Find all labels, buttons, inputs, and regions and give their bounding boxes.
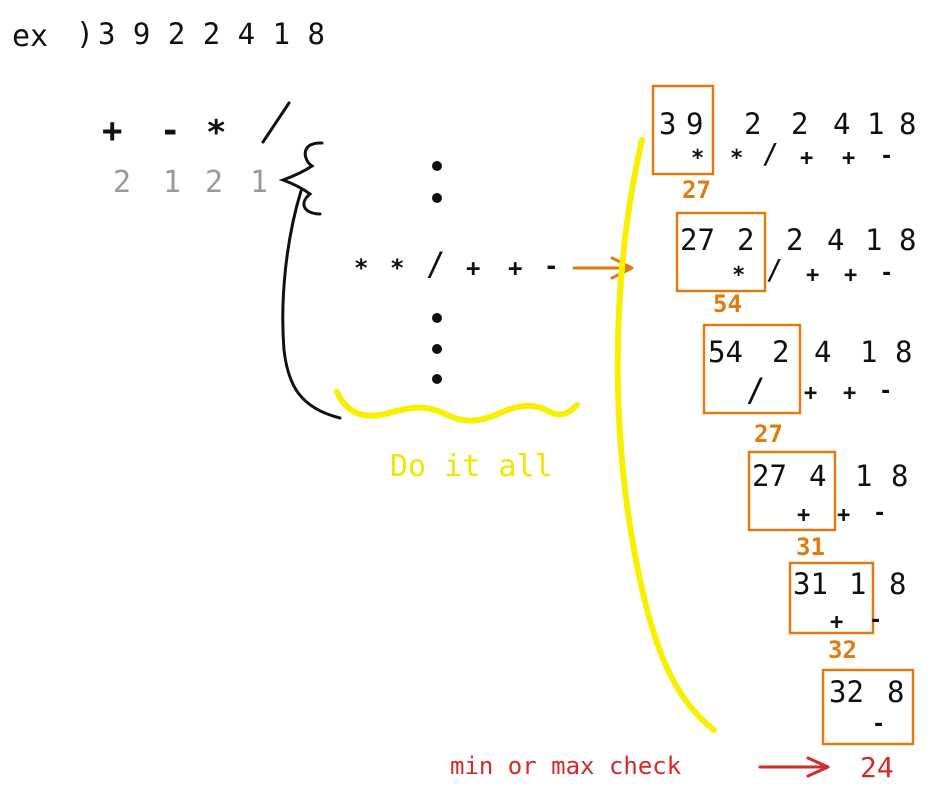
step-operator: +: [804, 381, 818, 406]
permutation-op: /: [426, 245, 446, 283]
operator-multiply: *: [206, 113, 227, 153]
step-operator: -: [880, 144, 894, 169]
operator-divide: /: [260, 110, 280, 144]
step-number: 8: [899, 223, 917, 257]
step-number: 27: [680, 223, 715, 257]
step-operator: -: [872, 712, 886, 737]
step-number: 4: [827, 223, 845, 257]
step-result: 31: [796, 533, 825, 561]
step-number: 32: [829, 675, 864, 709]
step-number: 1: [865, 223, 883, 257]
step-number: 8: [889, 567, 907, 601]
step-number: 2: [786, 223, 804, 257]
yellow-arc: [614, 137, 717, 733]
step-number: 2: [791, 107, 809, 141]
step-number: 4: [833, 107, 851, 141]
step-box: [821, 668, 915, 746]
operator-count: 1: [163, 165, 182, 200]
step-number: 4: [814, 335, 832, 369]
step-number: 1: [855, 459, 873, 493]
step-number: 4: [809, 459, 827, 493]
step-operator: +: [797, 503, 811, 528]
step-number: 8: [895, 335, 913, 369]
step-number: 27: [752, 459, 787, 493]
step-number: 2: [737, 223, 755, 257]
operator-divider-stroke: [261, 101, 291, 144]
step-operator: +: [843, 381, 857, 406]
operator-count: 2: [205, 165, 224, 200]
do-it-all-wave: [334, 389, 580, 424]
permutation-op: *: [354, 254, 369, 282]
step-operator: +: [837, 503, 851, 528]
ellipsis-dot: [432, 313, 442, 323]
permutation-op: +: [508, 254, 523, 282]
step-number: 1: [860, 335, 878, 369]
step-number: 2: [772, 335, 790, 369]
step-operator: -: [880, 261, 894, 286]
step-operator: +: [830, 610, 844, 635]
step-result: 27: [682, 176, 711, 204]
step-result: 32: [828, 636, 857, 664]
step-number: 3: [659, 107, 677, 141]
step-operator: +: [844, 263, 858, 288]
step-number: 2: [744, 107, 762, 141]
counts-curly-brace: [278, 141, 324, 216]
step-number: 8: [887, 675, 905, 709]
final-value: 24: [860, 751, 894, 784]
permutation-bracket-curve: [281, 189, 342, 420]
step-operator: +: [806, 263, 820, 288]
step-operator: -: [873, 501, 887, 526]
example-paren: ): [76, 17, 95, 52]
ellipsis-dot: [432, 193, 442, 203]
operator-count: 2: [113, 165, 132, 200]
operator-minus: -: [160, 111, 181, 151]
permutation-op: *: [390, 254, 405, 282]
ellipsis-dot: [432, 374, 442, 384]
step-number: 8: [891, 459, 909, 493]
operator-count: 1: [250, 165, 269, 200]
step-box: [651, 84, 715, 176]
step-number: 31: [793, 567, 828, 601]
step-operator: -: [869, 608, 883, 633]
step-box: [747, 450, 837, 532]
step-operator: *: [732, 263, 746, 288]
step-number: 1: [849, 567, 867, 601]
step-box: [788, 561, 875, 635]
operator-plus: +: [102, 111, 123, 151]
step-operator: *: [691, 146, 705, 171]
ellipsis-dot: [432, 344, 442, 354]
do-it-all-label: Do it all: [390, 449, 553, 484]
red-arrow-head: [806, 756, 830, 778]
step-box: [702, 323, 802, 415]
step-number: 1: [867, 107, 885, 141]
step-number: 54: [708, 335, 743, 369]
step-operator: /: [762, 137, 779, 170]
step-operator: /: [746, 371, 766, 409]
min-max-check-label: min or max check: [450, 752, 682, 780]
step-operator: /: [766, 253, 783, 286]
step-result: 27: [754, 420, 783, 448]
step-result: 54: [713, 290, 742, 318]
step-number: 8: [899, 107, 917, 141]
example-prefix: ex: [12, 19, 49, 54]
step-operator: +: [842, 146, 856, 171]
ellipsis-dot: [432, 161, 442, 171]
step-box: [675, 211, 767, 293]
step-number: 9: [686, 107, 704, 141]
step-operator: *: [730, 146, 744, 171]
step-operator: -: [879, 379, 893, 404]
permutation-op: +: [466, 254, 481, 282]
step-operator: +: [800, 146, 814, 171]
permutation-op: -: [544, 252, 559, 280]
example-numbers: 3 9 2 2 4 1 8: [98, 17, 325, 51]
